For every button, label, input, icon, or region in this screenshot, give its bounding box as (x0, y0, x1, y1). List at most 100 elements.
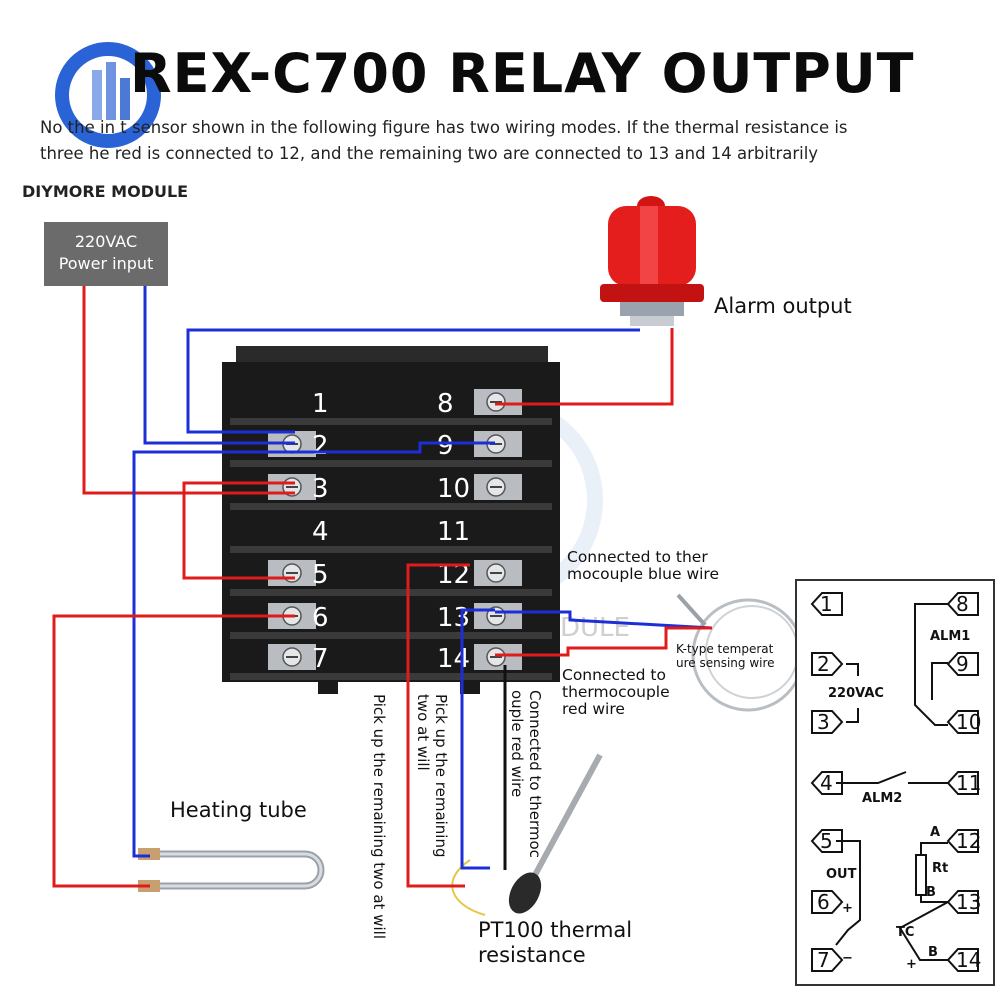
terminal-separator (230, 589, 552, 596)
terminal-number-left: 6 (312, 603, 329, 633)
schematic-terminal: 9 (946, 652, 979, 676)
schematic-alm1: ALM1 (930, 629, 970, 644)
schematic-terminal-number: 7 (817, 948, 830, 972)
schematic-terminal-number: 2 (817, 652, 830, 676)
schematic-alm2: ALM2 (862, 791, 902, 806)
schematic-terminal: 2 (811, 652, 844, 676)
terminal-separator (230, 673, 552, 680)
schematic-terminal-number: 14 (956, 948, 981, 972)
pt100-blue-wire (460, 608, 495, 870)
alarm-output-label: Alarm output (714, 294, 852, 318)
heating-tube-label: Heating tube (170, 798, 307, 822)
terminal-number-right: 8 (437, 389, 454, 419)
schematic-terminal-number: 9 (956, 652, 969, 676)
tc-red-label-line2: thermocouple (562, 683, 670, 701)
vertical-label-connected-1: Connected to thermoc (526, 690, 544, 858)
tc-blue-label-line1: Connected to ther (567, 548, 708, 566)
schematic-terminal-number: 3 (817, 710, 830, 734)
tc-red-label-line1: Connected to (562, 666, 666, 684)
rt-line (920, 895, 948, 903)
schematic-terminal: 3 (811, 710, 844, 734)
ktype-label: K-type temperat ure sensing wire (676, 642, 775, 670)
terminal-separator (230, 503, 552, 510)
terminal-number-left: 7 (312, 644, 329, 674)
schematic-terminal: 5 (810, 829, 843, 853)
ktype-label-line1: K-type temperat (676, 642, 774, 656)
pt100-red-wire (406, 563, 470, 888)
terminal-number-left: 4 (312, 517, 329, 547)
ktype-label-line2: ure sensing wire (676, 656, 775, 670)
pt100-label-line2: resistance (478, 943, 586, 967)
tc-line (898, 901, 949, 961)
schematic-terminal: 11 (946, 771, 981, 795)
terminal-number-left: 3 (312, 474, 329, 504)
rt-line (920, 842, 948, 855)
terminal-number-left: 1 (312, 389, 329, 419)
terminal-number-left: 5 (312, 560, 329, 590)
out-contact-line (835, 840, 861, 946)
page-title: REX-C700 RELAY OUTPUT (130, 42, 915, 105)
schematic-rt: Rt (932, 861, 948, 876)
schematic-terminal-number: 5 (820, 829, 833, 853)
schematic-a: A (930, 825, 940, 840)
alm2-switch-line (836, 771, 907, 784)
schematic-minus: − (842, 951, 853, 966)
alarm-blue-wire (186, 328, 640, 434)
schematic-voltage: 220VAC (828, 686, 884, 701)
watermark-text: DULE (560, 613, 630, 643)
schematic-terminal-number: 4 (820, 771, 833, 795)
schematic-terminal: 10 (946, 710, 981, 734)
power-input-box: 220VAC Power input (44, 222, 168, 286)
schematic-terminal: 8 (946, 592, 979, 616)
terminal-separator (230, 546, 552, 553)
schematic-terminal: 14 (946, 948, 981, 972)
terminal-number-right: 14 (437, 644, 470, 674)
schematic-terminal: 1 (810, 592, 843, 616)
schematic-terminal-number: 11 (956, 771, 981, 795)
schematic-terminal-number: 13 (956, 890, 981, 914)
tc-blue-label-line2: mocouple blue wire (567, 565, 720, 583)
schematic-terminal: 6 (811, 890, 844, 914)
tc-blue-wire (495, 610, 713, 630)
power-red-wire (82, 286, 295, 495)
vertical-label-connected: Connected to thermoc ouple red wire (508, 690, 544, 858)
tc-blue-label: Connected to ther mocouple blue wire (567, 549, 719, 583)
schematic-out: OUT (826, 867, 857, 882)
schematic-tc: TC (896, 925, 914, 940)
heater-blue-wire (132, 441, 495, 858)
schematic-terminal-number: 10 (956, 710, 981, 734)
vertical-label-pick-remaining-2: two at will (414, 694, 432, 771)
terminal-number-right: 10 (437, 474, 470, 504)
schematic-terminal: 13 (946, 890, 981, 914)
pt100-label: PT100 thermal resistance (478, 918, 632, 968)
schematic-terminal-number: 6 (817, 890, 830, 914)
terminal-number-right: 13 (437, 603, 470, 633)
power-arrow-line (846, 663, 859, 676)
pt100-label-line1: PT100 thermal (478, 918, 633, 942)
terminal-number-left: 2 (312, 431, 329, 461)
note-line-1: No the in t sensor shown in the followin… (40, 118, 848, 137)
vertical-label-pick-remaining-1: Pick up the remaining (432, 694, 450, 858)
heater-red-wire (52, 614, 295, 888)
schematic-terminal: 7 (811, 948, 844, 972)
alm1-contact-line (914, 603, 948, 726)
tc-red-wire (495, 626, 712, 657)
alm1-contact-line (931, 662, 948, 700)
power-arrow-line (846, 708, 859, 723)
vertical-label-remaining-two: Pick up the remaining two at will (370, 694, 388, 939)
schematic-terminal: 12 (946, 829, 981, 853)
vertical-label-pick-remaining: Pick up the remaining two at will (414, 694, 450, 858)
vertical-label-connected-2: ouple red wire (508, 690, 526, 798)
power-input-label: Power input (58, 254, 154, 273)
wires (52, 286, 713, 888)
schematic-right-terminals: 8 9 10 11 12 13 14 (946, 592, 981, 972)
terminal-separator (230, 632, 552, 639)
schematic-b1: B (926, 885, 936, 900)
schematic-terminal-number: 12 (956, 829, 981, 853)
schematic-terminal: 4 (810, 771, 843, 795)
alarm-red-wire (495, 328, 674, 406)
tc-red-label: Connected to thermocouple red wire (562, 667, 670, 718)
